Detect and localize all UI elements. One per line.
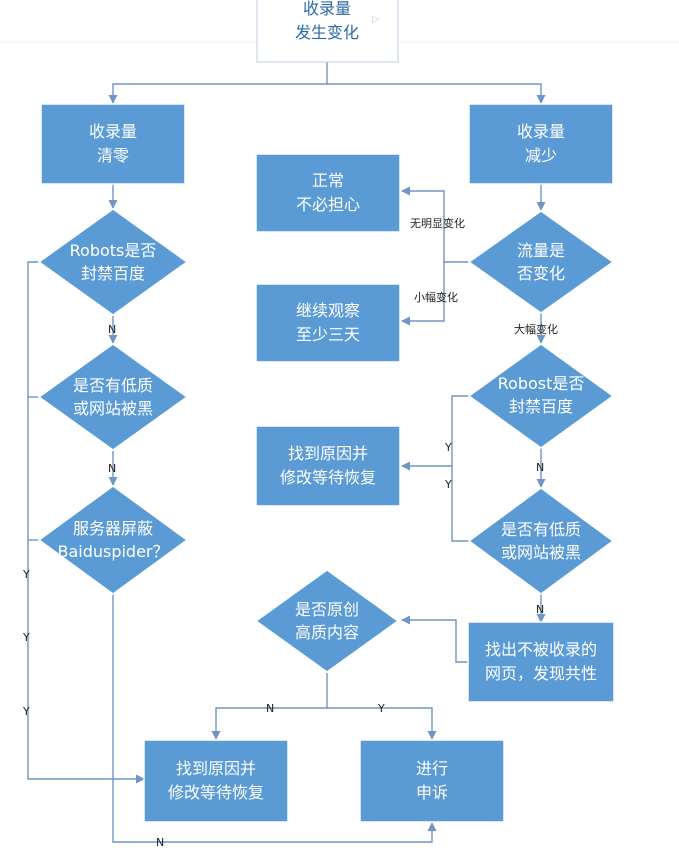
start-box <box>256 0 399 63</box>
process-decrease-line1: 收录量 <box>517 122 565 141</box>
connector-server-appeal <box>112 590 437 843</box>
process-box <box>467 621 615 703</box>
decision-server-block-line2: Baiduspider？ <box>57 542 168 561</box>
decision-lowq-left-line1: 是否有低质 <box>73 376 153 395</box>
process-box <box>255 283 401 363</box>
process-appeal-line2: 申诉 <box>416 783 448 802</box>
label-y: Y <box>444 441 452 454</box>
process-observe-line2: 至少三天 <box>296 325 360 344</box>
process-box <box>255 153 401 233</box>
label-y: Y <box>22 631 30 644</box>
label-y: Y <box>444 478 452 491</box>
connector-uncollected-original <box>401 615 468 663</box>
process-find-fix-right-line2: 修改等待恢复 <box>280 468 376 487</box>
process-decrease: 收录量 减少 <box>468 103 614 185</box>
label-n: N <box>108 462 116 475</box>
process-find-fix-bottom-line2: 修改等待恢复 <box>168 783 264 802</box>
connector-labels: 无明显变化 小幅变化 大幅变化 N N N N N N Y Y Y Y Y Y <box>22 216 558 849</box>
decision-original-line1: 是否原创 <box>295 600 359 619</box>
label-n: N <box>266 702 274 715</box>
process-find-fix-bottom: 找到原因并 修改等待恢复 <box>143 739 289 823</box>
connector-robost-findfix <box>401 395 470 471</box>
process-box <box>359 739 505 823</box>
process-find-uncollected: 找出不被收录的 网页，发现共性 <box>467 621 615 703</box>
decision-lowq-right-line1: 是否有低质 <box>501 520 581 539</box>
decision-lowq-right-line2: 或网站被黑 <box>501 543 581 562</box>
label-y: Y <box>377 702 385 715</box>
label-no-change: 无明显变化 <box>410 216 465 230</box>
start-line2: 发生变化 <box>295 23 359 42</box>
decision-original-line2: 高质内容 <box>295 623 359 642</box>
process-normal-line2: 不必担心 <box>296 195 360 214</box>
process-decrease-line2: 减少 <box>525 146 557 165</box>
process-observe: 继续观察 至少三天 <box>255 283 401 363</box>
process-zero-line1: 收录量 <box>89 122 137 141</box>
label-small-change: 小幅变化 <box>414 290 458 304</box>
label-large-change: 大幅变化 <box>514 322 558 336</box>
label-n: N <box>156 836 164 849</box>
decision-server-block-line1: 服务器屏蔽 <box>73 519 153 538</box>
decision-robost-right-line2: 封禁百度 <box>509 397 573 416</box>
connector-robots-yes <box>27 261 145 784</box>
process-find-fix-bottom-line1: 找到原因并 <box>176 759 256 778</box>
decision-lowq-right: 是否有低质 或网站被黑 <box>467 487 615 595</box>
decision-original: 是否原创 高质内容 <box>254 569 400 673</box>
process-box <box>255 425 401 507</box>
decision-diamond <box>467 487 615 595</box>
decision-lowq-left: 是否有低质 或网站被黑 <box>37 343 189 451</box>
process-find-fix-right: 找到原因并 修改等待恢复 <box>255 425 401 507</box>
connectors <box>27 62 546 843</box>
start-line1: 收录量 <box>303 0 351 18</box>
decision-robost-right: Robost是否 封禁百度 <box>467 343 615 449</box>
decision-diamond <box>37 208 189 316</box>
label-n: N <box>536 603 544 616</box>
decision-diamond <box>467 343 615 449</box>
process-normal-line1: 正常 <box>312 171 344 190</box>
connector-traffic-observe <box>401 262 445 326</box>
process-box <box>468 103 614 185</box>
decision-robots-left-line2: 封禁百度 <box>81 264 145 283</box>
decision-traffic-line1: 流量是 <box>517 241 565 260</box>
label-y: Y <box>22 705 30 718</box>
decision-robots-left: Robots是否 封禁百度 <box>37 208 189 316</box>
decision-diamond <box>467 210 615 314</box>
connector-lowq-findfix <box>451 466 470 542</box>
connector-start-left <box>108 62 328 104</box>
label-y: Y <box>22 568 30 581</box>
process-zero-line2: 清零 <box>97 146 129 165</box>
label-n: N <box>108 323 116 336</box>
process-find-uncollected-line2: 网页，发现共性 <box>485 664 597 683</box>
connector-traffic-normal <box>401 186 470 263</box>
decision-traffic-line2: 否变化 <box>517 264 565 283</box>
process-find-fix-right-line1: 找到原因并 <box>288 444 368 463</box>
process-appeal-line1: 进行 <box>416 759 448 778</box>
process-box <box>40 103 186 185</box>
decision-diamond <box>37 343 189 451</box>
start-node: 收录量 发生变化 ▷ <box>256 0 399 63</box>
decision-lowq-left-line2: 或网站被黑 <box>73 399 153 418</box>
decision-robost-right-line1: Robost是否 <box>498 374 585 393</box>
decision-server-block: 服务器屏蔽 Baiduspider？ <box>37 485 189 595</box>
connector-original-yes <box>327 707 437 740</box>
process-find-uncollected-line1: 找出不被收录的 <box>485 640 597 659</box>
process-appeal: 进行 申诉 <box>359 739 505 823</box>
cursor-arrow-icon: ▷ <box>372 14 380 25</box>
decision-diamond <box>254 569 400 673</box>
connector-original-no <box>211 673 328 740</box>
process-observe-line1: 继续观察 <box>296 301 360 320</box>
process-box <box>143 739 289 823</box>
process-zero: 收录量 清零 <box>40 103 186 185</box>
label-n: N <box>536 461 544 474</box>
decision-robots-left-line1: Robots是否 <box>70 241 157 260</box>
connector-start-right <box>327 83 546 104</box>
decision-diamond <box>37 485 189 595</box>
decision-traffic: 流量是 否变化 <box>467 210 615 314</box>
process-normal: 正常 不必担心 <box>255 153 401 233</box>
